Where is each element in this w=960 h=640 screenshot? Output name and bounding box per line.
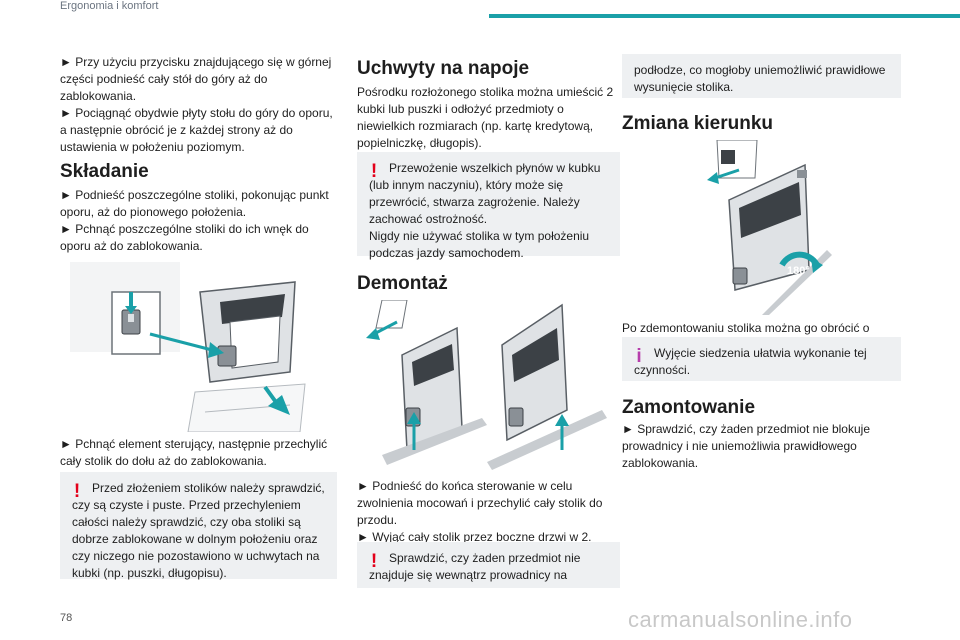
intro-paragraph: ► Przy użyciu przycisku znajdującego się… <box>60 55 333 154</box>
mounting-paragraph: ► Sprawdzić, czy żaden przedmiot nie blo… <box>622 422 870 470</box>
removal-warning: ! Sprawdzić, czy żaden przedmiot nie zna… <box>357 542 620 588</box>
cupholders-heading: Uchwyty na napoje <box>357 58 530 79</box>
direction-info: i Wyjęcie siedzenia ułatwia wykonanie te… <box>622 337 901 381</box>
mounting-heading: Zamontowanie <box>622 397 756 418</box>
info-icon: i <box>636 346 642 367</box>
after-image-paragraph: ► Pchnąć element sterujący, następnie pr… <box>60 437 328 468</box>
folding-heading: Składanie <box>60 161 149 182</box>
cupholders-warning: ! Przewożenie wszelkich płynów w kubku (… <box>357 152 620 260</box>
removal-heading: Demontaż <box>357 273 448 294</box>
removal-warning-continued: podłodze, co mogłoby uniemożliwić prawid… <box>622 54 901 98</box>
folding-paragraph: ► Podnieść poszczególne stoliki, pokonuj… <box>60 188 329 253</box>
warning-icon: ! <box>73 481 81 502</box>
warning-icon: ! <box>370 551 378 572</box>
page-number: 78 <box>60 612 73 624</box>
page-header-bar <box>489 14 960 18</box>
page-header-title: Ergonomia i komfort <box>60 0 159 12</box>
folding-warning: ! Przed złożeniem stolików należy sprawd… <box>60 472 337 580</box>
warning-icon: ! <box>370 161 378 182</box>
cupholders-paragraph: Pośrodku rozłożonego stolika można umieś… <box>357 85 614 150</box>
direction-heading: Zmiana kierunku <box>622 113 773 134</box>
watermark: carmanualsonline.info <box>628 607 853 632</box>
removal-illustration <box>366 300 607 470</box>
folding-illustration <box>60 262 340 432</box>
rotation-illustration: 180° <box>707 140 832 315</box>
rotation-label: 180° <box>787 265 810 277</box>
